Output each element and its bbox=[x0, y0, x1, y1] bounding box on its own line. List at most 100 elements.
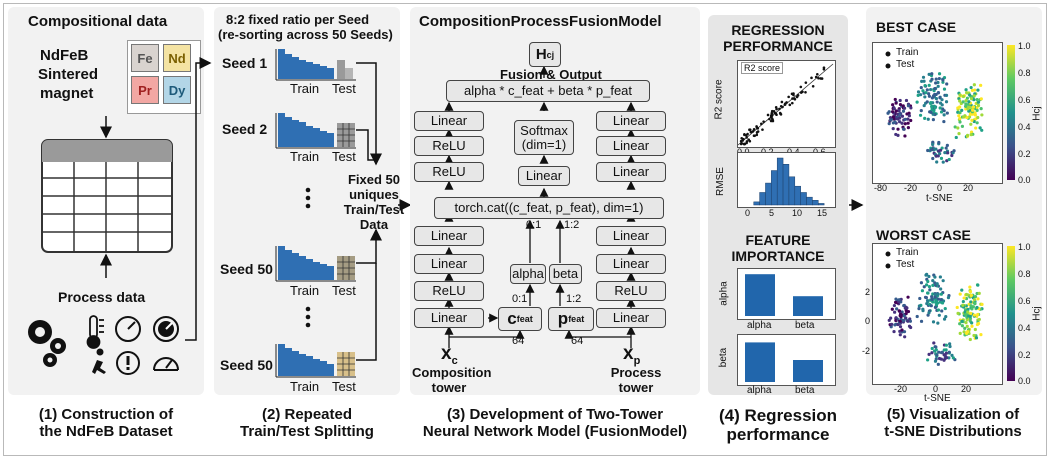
tsne-point bbox=[894, 316, 898, 320]
tsne-point bbox=[900, 121, 904, 125]
tsne-point bbox=[906, 121, 910, 125]
fi-bar-beta bbox=[793, 360, 823, 382]
tsne-point bbox=[903, 122, 907, 126]
fi1-cat-0: alpha bbox=[747, 320, 772, 331]
tsne-point bbox=[972, 83, 976, 87]
tsne-point bbox=[944, 146, 948, 150]
tsne-point bbox=[934, 348, 938, 352]
tsne-point bbox=[971, 105, 976, 109]
tsne-point bbox=[927, 92, 931, 96]
rmse-xtick-0: 0 bbox=[745, 208, 751, 218]
tsne-point bbox=[963, 326, 967, 330]
tsne-point bbox=[943, 306, 947, 311]
tsne-point bbox=[935, 353, 939, 357]
r2-point bbox=[742, 137, 745, 141]
tsne-point bbox=[934, 81, 938, 85]
tsne-point bbox=[934, 147, 938, 151]
ratio-01-bottom: 0:1 bbox=[512, 293, 528, 305]
tsne-point bbox=[929, 100, 933, 105]
tsne-point bbox=[972, 94, 976, 98]
tsne-point bbox=[969, 122, 973, 126]
tsne-point bbox=[891, 115, 895, 119]
tsne-point bbox=[937, 140, 941, 145]
tsne-point bbox=[960, 108, 964, 112]
tsne-point bbox=[903, 306, 907, 310]
r2-point bbox=[817, 76, 820, 80]
tsne-point bbox=[940, 301, 945, 305]
tsne-point bbox=[970, 307, 974, 311]
tsne-point bbox=[892, 329, 896, 334]
tsne-point bbox=[906, 117, 910, 121]
tsne-point bbox=[894, 297, 898, 301]
tsne-point bbox=[931, 320, 936, 324]
best-colorbar bbox=[1007, 45, 1015, 180]
best-legend-train: Train bbox=[896, 47, 919, 58]
tsne-point bbox=[935, 282, 939, 286]
tsne-point bbox=[929, 110, 933, 115]
rmse-bar bbox=[812, 200, 819, 206]
worst-ytick-2: -2 bbox=[862, 346, 871, 356]
tsne-point bbox=[974, 126, 978, 130]
thermometer-icon bbox=[86, 315, 104, 349]
tsne-point bbox=[930, 297, 934, 301]
tsne-point bbox=[950, 353, 954, 357]
tsne-point bbox=[944, 343, 948, 347]
dim-64-left: 64 bbox=[512, 335, 525, 347]
tsne-point bbox=[942, 317, 947, 321]
tsne-point bbox=[920, 79, 924, 84]
tsne-point bbox=[953, 125, 957, 129]
tsne-point bbox=[894, 132, 898, 137]
tsne-point bbox=[936, 308, 941, 312]
tsne-point bbox=[976, 103, 981, 108]
tsne-point bbox=[901, 127, 906, 131]
tsne-point bbox=[897, 309, 901, 313]
tsne-point bbox=[976, 88, 980, 92]
tsne-point bbox=[957, 132, 961, 136]
r2-point bbox=[739, 139, 743, 143]
tsne-point bbox=[937, 350, 941, 354]
tsne-point bbox=[974, 336, 979, 340]
tsne-point bbox=[943, 151, 947, 155]
tsne-point bbox=[907, 114, 911, 118]
r2-point bbox=[752, 127, 756, 131]
r2-point bbox=[811, 85, 815, 88]
tsne-point bbox=[946, 151, 950, 155]
tsne-point bbox=[937, 76, 941, 81]
tsne-point bbox=[973, 113, 978, 117]
r2-point bbox=[785, 101, 788, 104]
xp-input: xp bbox=[623, 343, 641, 367]
worst-xtick-1: 0 bbox=[933, 384, 939, 394]
seed50b-test-label: Test bbox=[332, 379, 356, 394]
tsne-point bbox=[929, 87, 933, 92]
r2-point bbox=[804, 81, 808, 84]
tsne-point bbox=[932, 341, 936, 345]
gauge-icon bbox=[115, 316, 141, 342]
worst-cbar-tick-5: 0.0 bbox=[1018, 376, 1031, 386]
r2-point bbox=[762, 120, 765, 123]
tsne-point bbox=[936, 321, 940, 325]
r2-point bbox=[799, 85, 803, 89]
tsne-point bbox=[979, 107, 983, 111]
tsne-point bbox=[968, 93, 972, 97]
tsne-point bbox=[929, 148, 933, 152]
tsne-point bbox=[973, 327, 977, 332]
r2-point bbox=[769, 114, 773, 117]
r2-point bbox=[755, 133, 759, 137]
tsne-point bbox=[976, 297, 980, 301]
tsne-point bbox=[977, 317, 981, 322]
r2-point bbox=[755, 131, 759, 134]
tsne-point bbox=[975, 305, 979, 310]
gear-icon bbox=[28, 320, 66, 367]
tsne-point bbox=[926, 358, 930, 362]
tsne-point bbox=[960, 288, 964, 292]
tsne-point bbox=[921, 75, 926, 79]
tsne-point bbox=[976, 283, 980, 287]
tsne-point bbox=[941, 279, 945, 283]
